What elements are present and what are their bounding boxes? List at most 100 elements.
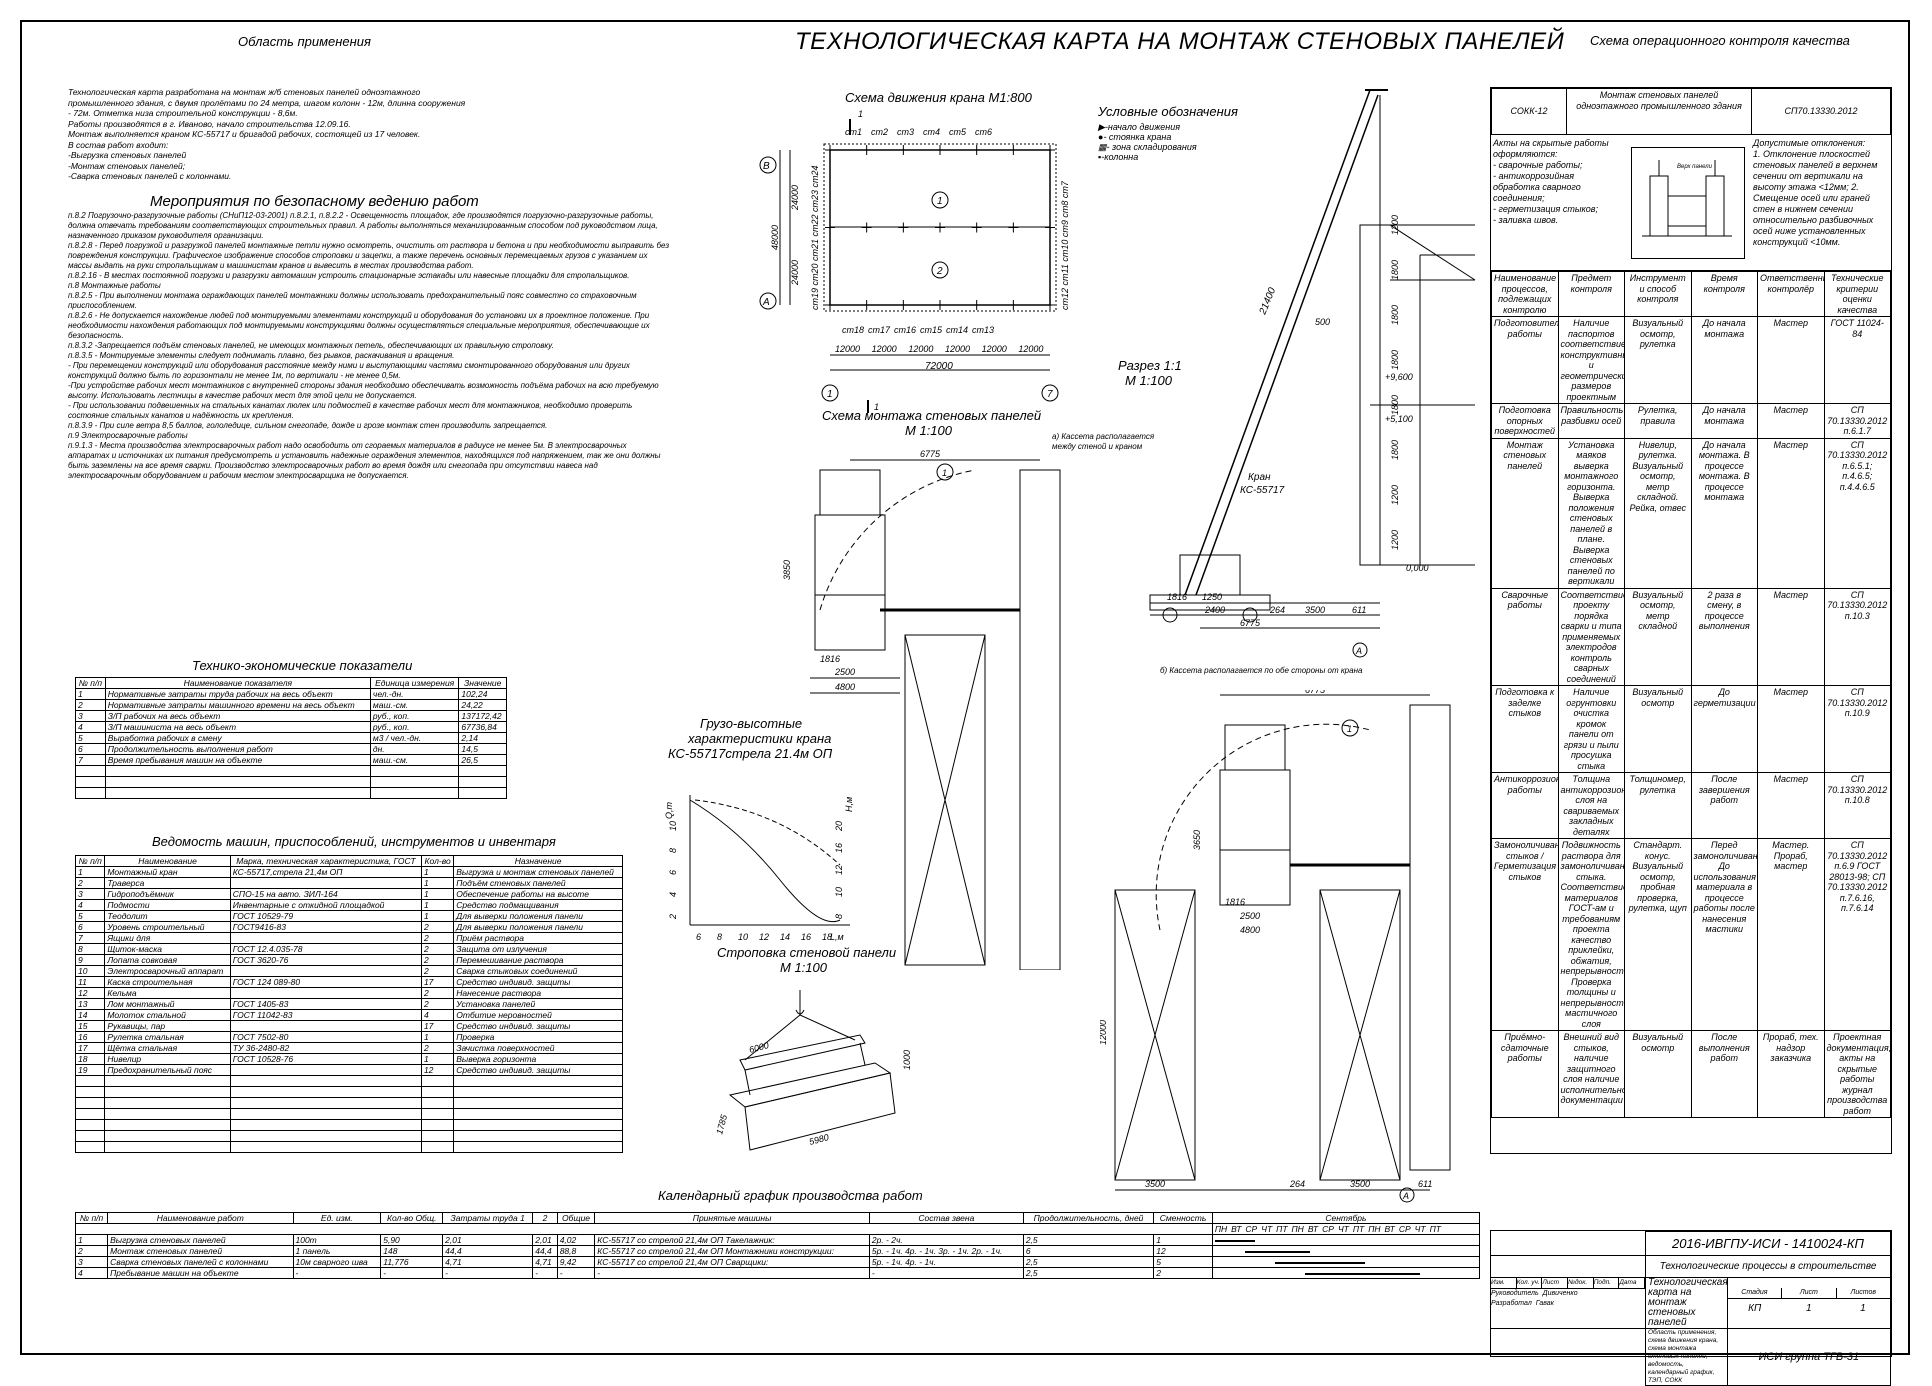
calendar-cell: 1 (1153, 1234, 1213, 1246)
calendar-cell: 2,5 (1022, 1256, 1155, 1268)
quality-cell: Наличие паспортов соответствие конструкт… (1557, 316, 1625, 404)
machines-cell: Монтажный кран (104, 866, 231, 878)
calendar-cell: 1 панель (292, 1245, 382, 1257)
safety-line: п.8.3.9 - При силе ветра 8,5 баллов, гол… (68, 421, 548, 430)
safety-line: п.8.2.5 - При выполнении монтажа огражда… (68, 291, 637, 300)
machines-cell: 8 (74, 943, 106, 955)
machines-cell: Траверса (104, 877, 231, 889)
quality-cell: Визуальный осмотр (1624, 685, 1692, 773)
machines-cell: 15 (74, 1020, 106, 1032)
machines-empty-cell (453, 1108, 623, 1120)
machines-empty-cell (104, 1108, 231, 1120)
stamp-column: Дата (1619, 1278, 1645, 1289)
tep-cell: 14,5 (458, 743, 507, 755)
quality-cell: Соответствие проекту порядка сварки и ти… (1557, 587, 1625, 686)
calendar-bar-cell (1211, 1267, 1481, 1279)
column-cross (825, 145, 835, 155)
column-cross (898, 145, 909, 155)
hidden-works-list: - сварочные работы;- антикоррозийная обр… (1493, 160, 1621, 226)
safety-line: назначенного приказом руководителя орган… (68, 231, 264, 240)
quality-cell: СП 70.13330.2012 п.10.8 (1823, 772, 1891, 839)
column-cross (971, 300, 982, 310)
machines-cell: Каска строительная (104, 976, 231, 988)
column-cross (1008, 300, 1019, 310)
calendar-cell: - (442, 1267, 534, 1279)
machines-header-cell: Марка, техническая характеристика, ГОСТ (229, 855, 422, 867)
machines-cell: Электросварочный аппарат (104, 965, 231, 977)
bottom-station: ст14 (946, 325, 968, 335)
bottom-dim: 12000 (982, 344, 1007, 354)
machines-cell: 1 (420, 888, 455, 900)
column-cross (1045, 145, 1056, 155)
machines-empty-cell (229, 1141, 422, 1153)
machines-empty-row (74, 1108, 623, 1120)
safety-line: необходимости нахождения работающих под … (68, 321, 650, 330)
axis-b-label: В (763, 161, 770, 172)
calendar-bar-cell (1211, 1256, 1481, 1268)
machines-cell: Рукавицы, пар (104, 1020, 231, 1032)
calendar-header-cell: Сентябрь (1211, 1212, 1481, 1224)
machines-cell: ГОСТ 124 089-80 (229, 976, 422, 988)
machines-empty-cell (420, 1119, 455, 1131)
column-cross (935, 145, 946, 155)
l-tick: 6 (696, 932, 701, 942)
quality-header-cell: Наименование процессов, подлежащих контр… (1491, 271, 1559, 317)
quality-cell: Сварочные работы (1491, 587, 1559, 686)
hidden-works-item: - сварочные работы; (1493, 160, 1583, 170)
stamp-name-1: Дивиченко (1542, 1290, 1578, 1297)
section-vdim: 1200 (1390, 485, 1400, 505)
stamp-stage: КП (1748, 1302, 1762, 1314)
lift-heading-2: характеристики крана (688, 731, 832, 746)
tep-empty-cell (458, 776, 507, 788)
tep-cell: маш.-см. (369, 699, 460, 711)
hidden-works-item: - антикоррозийная обработка сварного сое… (1493, 171, 1581, 203)
machines-cell: 17 (74, 1042, 106, 1054)
machines-cell: 18 (74, 1053, 106, 1065)
bottom-dim: 12000 (872, 344, 897, 354)
quality-cell: СП 70.13330.2012 п.6.5.1; п.4.6.5; п.4.4… (1823, 437, 1891, 589)
mount-b-dim-3500-left: 3500 (1145, 1179, 1165, 1189)
joint-drawing-svg: Верх панели (1642, 160, 1732, 237)
stamp-column: Кол. уч. (1516, 1278, 1543, 1289)
l-tick: 18 (822, 932, 832, 942)
tep-cell: З/П рабочих на весь объект (104, 710, 371, 722)
calendar-cell: 10м сварного шва (292, 1256, 382, 1268)
safety-line: аппаратах и источниках их питания предус… (68, 451, 661, 460)
machines-cell (229, 965, 422, 977)
tep-cell: Время пребывания машин на объекте (104, 754, 371, 766)
safety-line: приспособлением. (68, 301, 137, 310)
tep-cell: 24,22 (458, 699, 507, 711)
machines-cell: 16 (74, 1031, 106, 1043)
calendar-heading: Календарный график производства работ (658, 1188, 923, 1203)
machines-empty-cell (74, 1097, 106, 1109)
safety-line: п.8.3.5 - Монтируемые элементы следует п… (68, 351, 455, 360)
mount-b-axis-a: А (1402, 1191, 1409, 1201)
bottom-dim: 12000 (1018, 344, 1043, 354)
quality-cell: Визуальный осмотр, метр складной (1624, 587, 1692, 686)
column-cross (898, 222, 909, 233)
hidden-works-item: - герметизация стыков; (1493, 204, 1598, 214)
machines-cell: 13 (74, 998, 106, 1010)
calendar-bar (1244, 1251, 1310, 1253)
quality-cell: Мастер (1757, 587, 1825, 686)
top-station: ст1 (845, 127, 862, 137)
top-station: ст3 (897, 127, 914, 137)
machines-cell: Средство индивид. защиты (453, 1020, 623, 1032)
machines-empty-cell (104, 1097, 231, 1109)
drawing-frame (20, 20, 1910, 1355)
tep-empty-row (75, 765, 507, 777)
quality-row: Замоноличивание стыков / Герметизация ст… (1491, 838, 1891, 1031)
l-axis-label: L,м (830, 932, 844, 942)
machines-cell: Рулетка стальная (104, 1031, 231, 1043)
quality-cell: Рулетка, правила (1624, 403, 1692, 439)
machines-cell: ГОСТ 1405-83 (229, 998, 422, 1010)
machines-empty-row (74, 1097, 623, 1109)
machines-cell: ГОСТ9416-83 (229, 921, 422, 933)
